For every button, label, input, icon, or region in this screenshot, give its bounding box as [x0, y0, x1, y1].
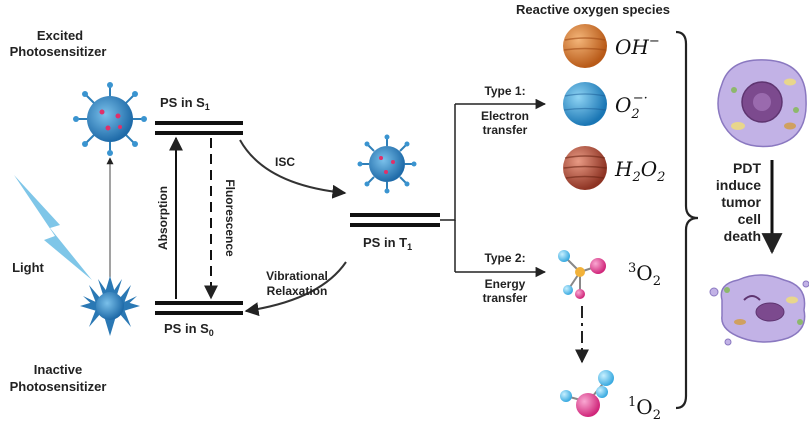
fluorescence-label: Fluorescence [223, 179, 237, 257]
pdt-label-line3: tumor [721, 194, 761, 210]
hydroxyl-formula: OH− [615, 34, 660, 59]
type2-label-line1: Type 2: [484, 251, 525, 265]
superoxide-formula: O2−· [615, 91, 648, 122]
ps-s0-label: PS in S0 [164, 321, 214, 338]
ps-s1-label: PS in S1 [160, 95, 210, 112]
s1-level-lower [155, 131, 243, 135]
excited-label-line1: Excited [37, 28, 83, 43]
pdt-label-line2: induce [716, 177, 761, 193]
t1-level-upper [350, 213, 440, 217]
hydroxyl-sphere-icon [563, 24, 607, 68]
inactive-photosensitizer-icon [80, 276, 140, 336]
inactive-label-line1: Inactive [34, 362, 82, 377]
excited-label-line2: Photosensitizer [10, 44, 107, 59]
triplet-photosensitizer-icon [357, 134, 417, 194]
ros-title: Reactive oxygen species [516, 2, 670, 17]
isc-arrow [239, 139, 347, 199]
ros-grouping-brace [675, 30, 699, 410]
type2-label-line3: transfer [483, 291, 528, 305]
s0-level-lower [155, 311, 243, 315]
type1-branch-line [440, 104, 456, 221]
s1-level-upper [155, 121, 243, 125]
pdt-label-line4: cell [738, 211, 761, 227]
inactive-label-line2: Photosensitizer [10, 379, 107, 394]
light-label: Light [12, 260, 44, 275]
singlet-oxygen-molecule-icon [560, 370, 614, 417]
type2-label-line2: Energy [485, 277, 526, 291]
isc-label: ISC [275, 155, 295, 169]
peroxide-sphere-icon [563, 146, 607, 190]
pdt-label-line5: death [724, 228, 761, 244]
type1-label-line1: Type 1: [484, 84, 525, 98]
dead-cell-icon [709, 274, 809, 346]
vibrational-label-line1: Vibrational [266, 269, 328, 283]
ps-t1-label: PS in T1 [363, 235, 412, 252]
vibrational-label-line2: Relaxation [267, 284, 328, 298]
singlet-oxygen-formula: 1O2 [628, 395, 661, 423]
triplet-oxygen-formula: 3O2 [628, 261, 661, 289]
t1-level-lower [350, 223, 440, 227]
tumor-cell-icon [717, 59, 807, 148]
type1-label-line2: Electron [481, 109, 529, 123]
excited-photosensitizer-icon [73, 82, 147, 156]
s0-level-upper [155, 301, 243, 305]
superoxide-sphere-icon [563, 82, 607, 126]
absorption-label: Absorption [156, 186, 170, 250]
triplet-oxygen-molecule-icon [558, 250, 606, 299]
peroxide-formula: H2O2 [614, 157, 665, 185]
vibrational-relaxation-arrow [244, 261, 347, 317]
type1-label-line3: transfer [483, 123, 528, 137]
lightning-icon [14, 175, 92, 280]
pdt-label-line1: PDT [733, 160, 761, 176]
